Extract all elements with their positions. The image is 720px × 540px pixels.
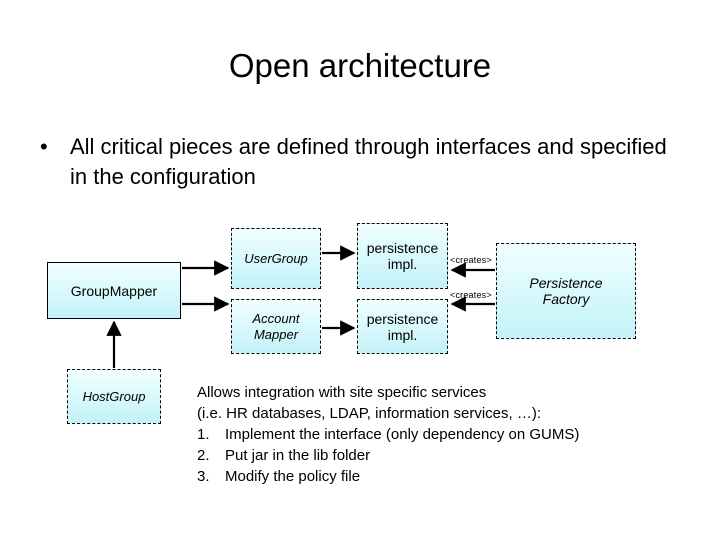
node-user-group-label: UserGroup: [244, 250, 308, 266]
note-step-1-text: Implement the interface (only dependency…: [225, 426, 580, 443]
page-title: Open architecture: [228, 47, 492, 84]
note-step-2-number: 2.: [197, 447, 210, 464]
node-persistence-impl-2[interactable]: persistence impl.: [357, 299, 448, 354]
node-persistence-impl-1[interactable]: persistence impl.: [357, 223, 448, 289]
bullet-marker-icon: •: [40, 134, 48, 159]
node-persistence-impl-2-label: persistence impl.: [366, 310, 439, 343]
node-persistence-impl-1-label: persistence impl.: [366, 240, 439, 272]
node-persistence-factory[interactable]: Persistence Factory: [496, 243, 636, 339]
node-group-mapper-label: GroupMapper: [70, 282, 158, 299]
note-step-1: 1. Implement the interface (only depende…: [197, 424, 697, 445]
note-step-1-number: 1.: [197, 426, 210, 443]
node-user-group[interactable]: UserGroup: [231, 228, 321, 289]
edge-label-creates-2: <creates>: [450, 290, 492, 300]
note-step-3-number: 3.: [197, 468, 210, 485]
note-line-2: (i.e. HR databases, LDAP, information se…: [197, 405, 542, 422]
note-step-2-text: Put jar in the lib folder: [225, 447, 371, 464]
edge-label-creates-1: <creates>: [450, 255, 492, 265]
note-step-3: 3. Modify the policy file: [197, 466, 697, 487]
node-group-mapper[interactable]: GroupMapper: [47, 262, 181, 319]
node-account-mapper-label: Account Mapper: [252, 310, 300, 342]
note-step-3-text: Modify the policy file: [225, 468, 361, 485]
node-persistence-factory-label: Persistence Factory: [529, 275, 603, 307]
node-account-mapper[interactable]: Account Mapper: [231, 299, 321, 354]
note-line-1: Allows integration with site specific se…: [197, 384, 487, 401]
bullet-list: • All critical pieces are defined throug…: [38, 132, 678, 192]
explanatory-note: Allows integration with site specific se…: [197, 382, 697, 487]
bullet-item-text: All critical pieces are defined through …: [70, 134, 667, 189]
node-host-group[interactable]: HostGroup: [67, 369, 161, 424]
node-host-group-label: HostGroup: [82, 388, 146, 404]
note-step-2: 2. Put jar in the lib folder: [197, 445, 697, 466]
